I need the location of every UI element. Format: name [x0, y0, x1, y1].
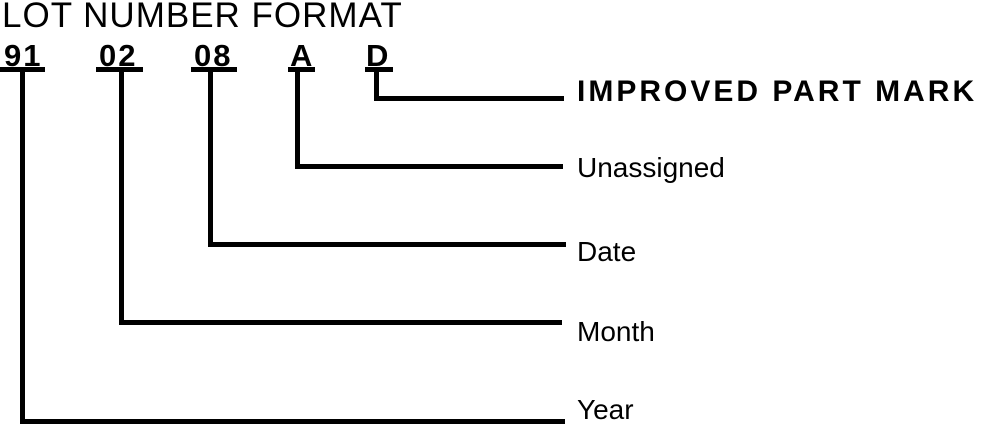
code-month: 02: [99, 38, 138, 73]
label-unassigned: Unassigned: [577, 152, 725, 183]
connector-unassigned-horizontal-line: [295, 164, 563, 169]
code-year-underline: [0, 67, 45, 72]
connector-year-vertical-line: [20, 71, 25, 424]
code-month-underline: [96, 67, 143, 72]
connector-month-vertical-line: [119, 71, 124, 325]
connector-date-vertical-line: [208, 71, 213, 247]
connector-improved-part-mark-horizontal-line: [374, 96, 564, 101]
code-date: 08: [194, 38, 233, 73]
code-improved-part-mark: D: [366, 38, 391, 73]
label-date: Date: [577, 236, 637, 267]
connector-month-horizontal-line: [119, 320, 562, 325]
connector-year-horizontal-line: [20, 419, 565, 424]
connector-unassigned-vertical-line: [295, 71, 300, 169]
code-unassigned-underline: [288, 67, 315, 72]
connector-improved-part-mark-vertical-line: [374, 71, 379, 101]
label-year: Year: [577, 394, 634, 425]
connector-date-horizontal-line: [208, 242, 566, 247]
code-year: 91: [4, 38, 43, 73]
code-improved-part-mark-underline: [365, 67, 393, 72]
label-month: Month: [577, 316, 655, 347]
label-improved-part-mark: IMPROVED PART MARK: [577, 75, 978, 108]
diagram-title: LOT NUMBER FORMAT: [2, 0, 403, 35]
code-unassigned: A: [290, 38, 315, 73]
code-date-underline: [191, 67, 237, 72]
